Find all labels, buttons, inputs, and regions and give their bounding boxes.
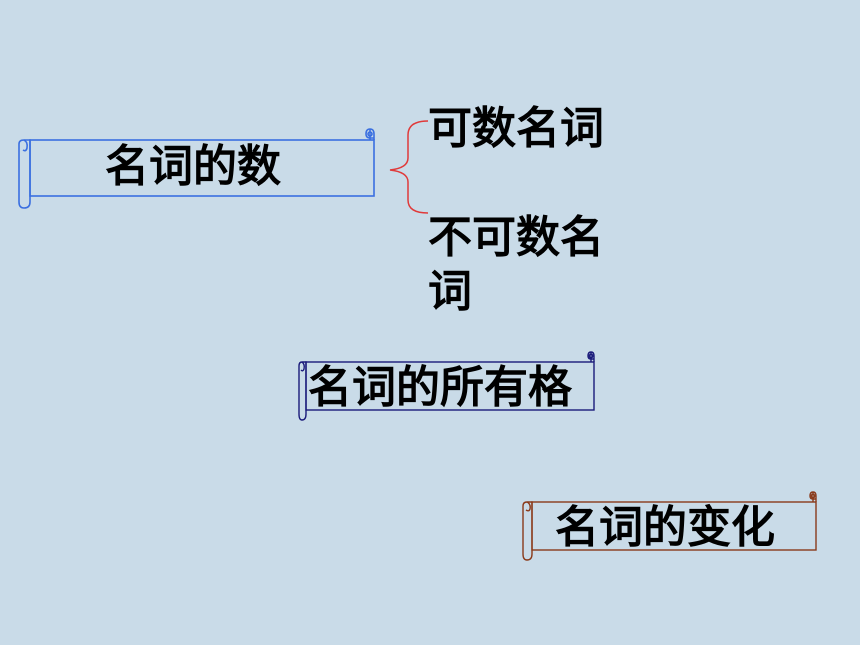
change-scroll <box>522 491 817 561</box>
main-topic-scroll <box>18 128 375 209</box>
brace-path <box>389 120 429 214</box>
branch-countable: 可数名词 <box>428 103 604 154</box>
main-topic-label: 名词的数 <box>105 141 281 192</box>
possessive-scroll <box>298 351 595 421</box>
branch-uncountable-line2: 词 <box>428 266 472 317</box>
possessive-label: 名词的所有格 <box>308 362 572 413</box>
branch-uncountable-line1: 不可数名 <box>428 212 604 263</box>
change-label: 名词的变化 <box>555 502 775 553</box>
